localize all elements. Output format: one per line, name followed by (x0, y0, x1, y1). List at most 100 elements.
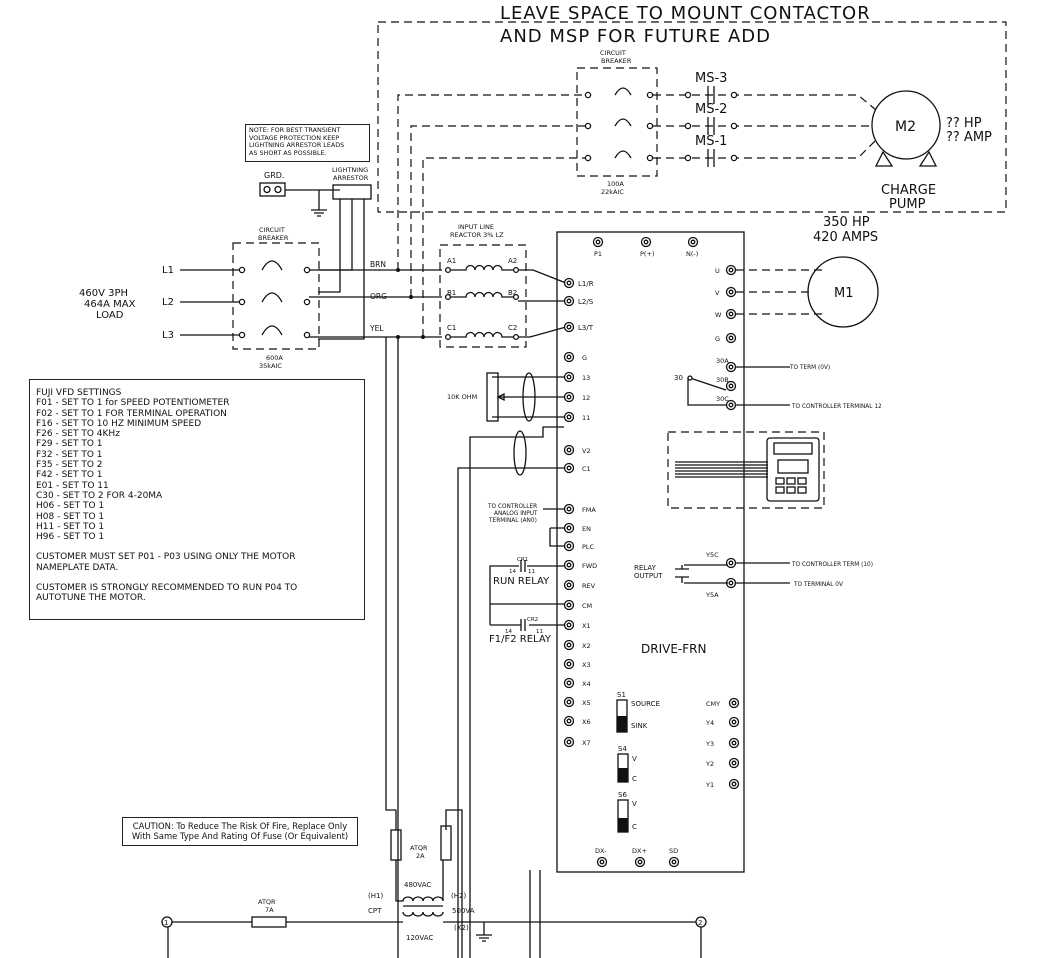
header-line2: AND MSP FOR FUTURE ADD (500, 26, 771, 47)
note-line-1: NOTE: FOR BEST TRANSIENT (249, 126, 341, 134)
fuji-line: C30 - SET TO 2 FOR 4-20MA (36, 490, 163, 501)
drive-left-term-label: X4 (582, 680, 591, 688)
drive-output-term-label: G (715, 335, 720, 343)
drive-left-term-label: X1 (582, 622, 591, 630)
drive-left-term-pin (566, 562, 572, 568)
future-feed-l1 (397, 94, 585, 270)
drive-left-term-pin (566, 414, 572, 420)
drive-left-term-label: EN (582, 525, 591, 533)
switch-s4-v: V (632, 755, 637, 763)
future-breaker-poles (584, 87, 654, 162)
drive-relay-term-label: 30A (716, 357, 729, 365)
drive-right-term-label: CMY (706, 700, 720, 708)
drive-left-term-label: X5 (582, 699, 591, 707)
main-breaker-rating-1: 600A (266, 354, 283, 362)
run-relay-label: RUN RELAY (493, 576, 550, 587)
caution-line-2: With Same Type And Rating Of Fuse (Or Eq… (131, 831, 349, 841)
drive-left-term-pin (566, 543, 572, 549)
drive-left-term-label: FWD (582, 562, 597, 570)
cr1-14: 14 (509, 569, 516, 575)
drive-right-term-label: Y4 (705, 719, 714, 727)
rating-hp: 350 HP (823, 215, 870, 230)
drive-y5-term-label: Y5A (705, 591, 719, 599)
fuji-line: F29 - SET TO 1 (36, 439, 103, 450)
reactor-to-drive (518, 269, 567, 338)
drive-left-term-pin (566, 622, 572, 628)
relay30-wires (687, 366, 790, 406)
drive-left-term-label: FMA (582, 506, 596, 514)
drive-input-term-pin (566, 280, 572, 286)
keypad-buttons (775, 477, 807, 494)
m2-pump-2: PUMP (889, 197, 926, 212)
motor-m1-label: M1 (834, 286, 854, 301)
drive-name: DRIVE-FRN (641, 642, 706, 656)
fuji-line: F26 - SET TO 4KHz (36, 429, 120, 440)
motor-m2-label: M2 (895, 119, 916, 135)
drive-right-term-pin (731, 760, 737, 766)
m2-amp: ?? AMP (946, 130, 992, 145)
output-wires (736, 269, 822, 315)
shield-1 (522, 372, 536, 422)
drive-output-term-pin (728, 289, 734, 295)
drive-left-term-label: X3 (582, 661, 591, 669)
fuse-3-label-2: 7A (265, 906, 274, 914)
fuji-customer-p01-2: NAMEPLATE DATA. (36, 562, 119, 573)
drive-left-term-label: 11 (582, 414, 590, 422)
fma-wire (543, 508, 564, 547)
drive-relay-term-pin (728, 402, 734, 408)
fuji-line: F42 - SET TO 1 (36, 470, 103, 481)
fuji-line: F32 - SET TO 1 (36, 449, 103, 460)
supply-l2: L2 (162, 297, 174, 308)
note-box: NOTE: FOR BEST TRANSIENT VOLTAGE PROTECT… (245, 124, 370, 162)
drive-left-term-pin (566, 354, 572, 360)
reactor-b1: B1 (447, 289, 456, 297)
drive-right-term-label: Y3 (705, 740, 714, 748)
y5-wires (736, 562, 790, 584)
drive-right-term-pin (731, 700, 737, 706)
supply-rating-3: LOAD (96, 310, 124, 321)
keypad-cable (675, 461, 768, 478)
fuse-2 (440, 825, 452, 861)
m2-hp: ?? HP (946, 116, 982, 131)
cpt-x2: (X2) (454, 924, 469, 932)
cpt-480vac: 480VAC (404, 881, 431, 889)
fuji-vfd-settings: FUJI VFD SETTINGS F01 - SET TO 1 for SPE… (29, 379, 365, 620)
drive-left-term-label: V2 (582, 447, 591, 455)
cpt-120vac: 120VAC (406, 934, 433, 942)
node-1-label: 1 (164, 919, 168, 927)
rating-amps: 420 AMPS (813, 230, 878, 245)
cpt-secondary (167, 921, 702, 958)
drive-left-term-pin (566, 680, 572, 686)
drive-left-term-label: X7 (582, 739, 591, 747)
drive-bottom-terms (596, 856, 680, 868)
fuse-1-label-1: ATQR (410, 844, 428, 852)
drive-input-term-pin (566, 298, 572, 304)
relay30-common (687, 375, 693, 381)
switch-s6-name: S6 (618, 791, 627, 799)
drive-left-term-pin (566, 525, 572, 531)
m2-feet (874, 150, 938, 167)
reactor-c1: C1 (447, 324, 456, 332)
fuji-line: F02 - SET TO 1 FOR TERMINAL OPERATION (36, 408, 227, 419)
future-motor-l3 (653, 139, 877, 159)
term-dx-minus: DX- (595, 847, 607, 855)
analog-wires (457, 426, 564, 958)
drive-left-terminals: L1/RL2/SL3/TG131211V2C1FMAENPLCFWDREVCMX… (563, 277, 597, 748)
keypad-area (667, 431, 825, 509)
fuji-line: H08 - SET TO 1 (36, 511, 105, 522)
note-line-4: AS SHORT AS POSSIBLE. (249, 148, 327, 157)
header-line1: LEAVE SPACE TO MOUNT CONTACTOR (500, 3, 871, 24)
switch-s1-name: S1 (617, 691, 626, 699)
switch-s6-fill (618, 818, 628, 832)
future-feed-l3 (422, 157, 585, 337)
drive-left-term-label: X2 (582, 642, 591, 650)
run-relay-wire (489, 565, 564, 626)
future-breaker-box (576, 67, 658, 177)
term-p-plus: P(+) (640, 250, 654, 258)
drive-left-term-pin (566, 374, 572, 380)
drive-y5-term-label: Y5C (705, 551, 719, 559)
drive-right-term-pin (731, 781, 737, 787)
drive-left-term-pin (566, 718, 572, 724)
